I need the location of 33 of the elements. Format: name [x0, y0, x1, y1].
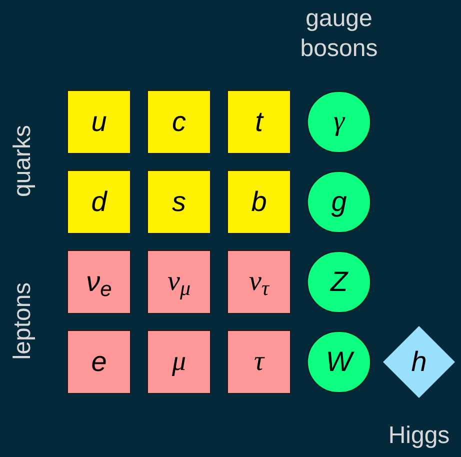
- quark-box: [147, 90, 211, 154]
- particle-symbol: W: [326, 348, 352, 376]
- lepton-box: [147, 250, 211, 314]
- particle-symbol: g: [331, 188, 347, 216]
- higgs-diamond: [383, 326, 455, 398]
- particle-symbol: τ: [254, 348, 264, 376]
- group-label: leptons: [8, 281, 37, 362]
- particle-symbol: h: [411, 348, 427, 376]
- group-label: gauge bosons: [299, 4, 379, 64]
- particle-symbol: d: [91, 188, 107, 216]
- quark-box: [67, 170, 131, 234]
- particle-symbol: t: [255, 108, 263, 136]
- particle-symbol: Z: [330, 268, 348, 296]
- particle-symbol: s: [172, 188, 186, 216]
- lepton-box: [227, 250, 291, 314]
- particle-symbol: c: [172, 108, 186, 136]
- group-label: Higgs: [387, 421, 451, 451]
- lepton-box: [227, 330, 291, 394]
- particle-symbol: e: [91, 348, 107, 376]
- group-label: quarks: [8, 124, 37, 200]
- particle-symbol: μ: [172, 348, 186, 376]
- particle-symbol: ν$_{τ}$: [249, 268, 269, 296]
- quark-box: [67, 90, 131, 154]
- quark-box: [227, 170, 291, 234]
- lepton-box: [67, 250, 131, 314]
- quark-box: [147, 170, 211, 234]
- lepton-box: [67, 330, 131, 394]
- particle-symbol: γ: [333, 108, 345, 136]
- lepton-box: [147, 330, 211, 394]
- quark-box: [227, 90, 291, 154]
- particle-symbol: u: [91, 108, 107, 136]
- particle-symbol: ν$_{e}$: [86, 268, 112, 296]
- particle-symbol: b: [251, 188, 267, 216]
